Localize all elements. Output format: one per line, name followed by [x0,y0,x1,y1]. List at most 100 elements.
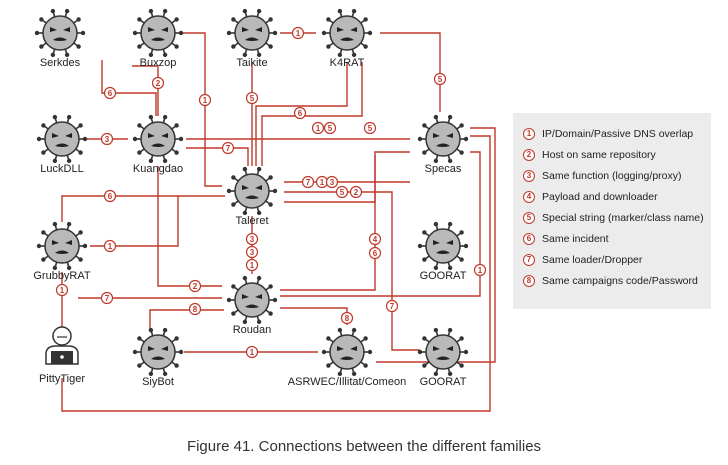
edge-badge: 5 [323,121,337,135]
hacker-person-icon [45,326,79,365]
svg-text:6: 6 [108,192,113,201]
svg-text:1: 1 [108,242,113,251]
node-taleret: Taleret [226,166,278,227]
svg-text:1: 1 [320,178,325,187]
node-taikite: Taikite [226,8,278,69]
svg-text:8: 8 [345,314,350,323]
node-label: SiyBot [142,376,174,388]
svg-text:3: 3 [105,135,110,144]
svg-text:1: 1 [250,261,255,270]
svg-text:6: 6 [298,109,303,118]
edge-badge: 1 [55,283,69,297]
svg-text:5: 5 [438,75,443,84]
legend-item: 6 Same incident [523,228,703,249]
connection-line [280,155,376,291]
legend-number-badge: 6 [523,232,535,245]
node-label: GrubbyRAT [33,270,91,282]
node-label: GOORAT [420,270,467,282]
virus-face-icon [132,8,184,58]
virus-face-icon [417,221,469,271]
svg-text:5: 5 [340,188,345,197]
edge-badge: 1 [103,239,117,253]
svg-text:1: 1 [316,124,321,133]
edge-badge: 1 [291,26,305,40]
legend-text: Same loader/Dropper [542,253,643,266]
svg-text:3: 3 [250,248,255,257]
node-label: Specas [425,163,462,175]
legend-text: Same function (logging/proxy) [542,169,682,182]
virus-face-icon [226,8,278,58]
connection-line [255,62,348,166]
node-grubbyrat: GrubbyRAT [33,221,91,282]
virus-face-icon [226,166,278,216]
svg-text:1: 1 [60,286,65,295]
svg-text:6: 6 [373,249,378,258]
legend-number-badge: 1 [523,127,535,140]
connection-line [101,60,157,116]
legend-text: Same incident [542,232,609,245]
node-label: Taleret [235,215,268,227]
edge-badge: 2 [151,76,165,90]
connection-line [380,32,441,112]
svg-text:4: 4 [373,235,378,244]
node-siybot: SiyBot [132,327,184,388]
node-label: Kuangdao [133,163,183,175]
node-specas: Specas [417,114,469,175]
edge-badge: 2 [349,185,363,199]
connection-line [149,309,224,330]
node-luckdll: LuckDLL [36,114,88,175]
edge-badge: 4 [368,232,382,246]
node-label: Roudan [233,324,272,336]
node-kuangdao: Kuangdao [132,114,184,175]
node-label: ASRWEC/Illitat/Comeon [288,376,406,388]
node-asrwec: ASRWEC/Illitat/Comeon [288,327,406,388]
svg-text:1: 1 [203,96,208,105]
edge-badge: 5 [433,72,447,86]
edge-badge: 6 [103,189,117,203]
svg-text:6: 6 [108,89,113,98]
edge-badge: 7 [221,141,235,155]
legend-number-badge: 2 [523,148,535,161]
node-serkdes: Serkdes [34,8,86,69]
connection-line [186,147,249,166]
legend-number-badge: 5 [523,211,535,224]
node-roudan: Roudan [226,275,278,336]
edge-badge: 3 [245,245,259,259]
legend-number-badge: 7 [523,253,535,266]
node-label: PittyTiger [39,373,85,385]
virus-face-icon [321,327,373,377]
edge-badge: 6 [368,246,382,260]
node-label: Buxzop [140,57,177,69]
edge-badge: 6 [103,86,117,100]
node-label: Taikite [236,57,267,69]
svg-text:7: 7 [306,178,311,187]
edge-badge: 3 [100,132,114,146]
edge-badge: 8 [188,302,202,316]
edge-badge: 5 [245,91,259,105]
connection-line [157,166,222,287]
edge-badge: 1 [311,121,325,135]
edge-badge: 1 [198,93,212,107]
virus-face-icon [36,114,88,164]
svg-text:2: 2 [354,188,359,197]
edge-badge: 3 [245,232,259,246]
edge-badge: 7 [100,291,114,305]
legend-item: 4 Payload and downloader [523,186,703,207]
svg-text:3: 3 [330,178,335,187]
legend-number-badge: 3 [523,169,535,182]
legend-number-badge: 4 [523,190,535,203]
node-goorat2: GOORAT [417,327,469,388]
legend-text: Payload and downloader [542,190,658,203]
connection-line [280,307,348,325]
edge-badge: 1 [245,258,259,272]
connection-line [280,151,481,297]
edge-badge: 5 [363,121,377,135]
svg-text:1: 1 [478,266,483,275]
virus-face-icon [417,114,469,164]
